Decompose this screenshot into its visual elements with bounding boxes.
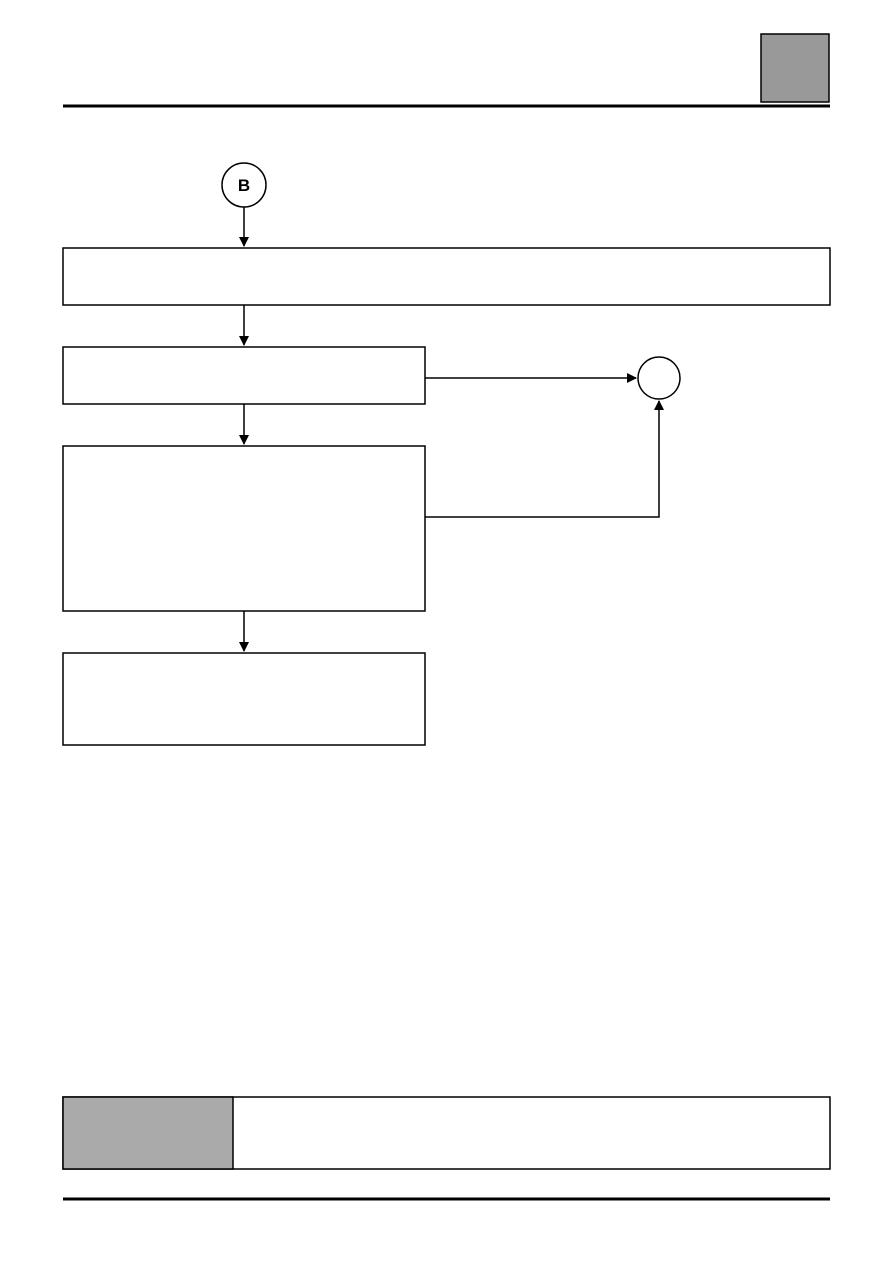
- flow-arrow-3-exit: [425, 400, 664, 518]
- flow-step-1: [62, 247, 831, 306]
- flow-step-3: [62, 445, 426, 612]
- section-tab-marker: [760, 33, 830, 103]
- flow-step-2: [62, 346, 426, 405]
- footer-note-label-cell: [62, 1096, 234, 1170]
- exit-connector: [637, 356, 681, 400]
- flow-step-4: [62, 652, 426, 746]
- entry-connector-label: B: [238, 176, 250, 195]
